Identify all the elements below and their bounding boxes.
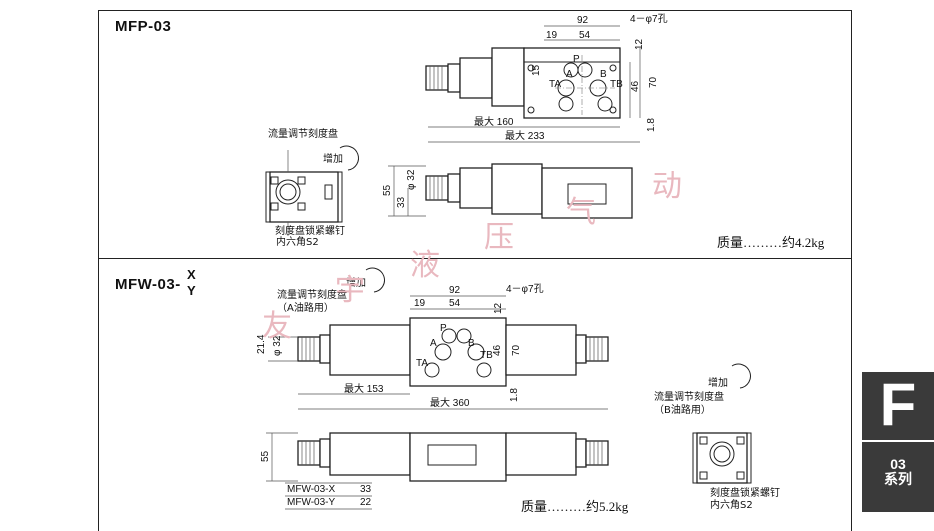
dim-max160: 最大 160 — [474, 115, 514, 128]
plan-body-top — [541, 167, 633, 219]
label-hex-top: 内六角S2 — [276, 235, 319, 248]
watermark: 友 宇 液 压 气 动 — [262, 169, 682, 344]
dim-92-top: 92 — [577, 15, 589, 26]
dim-1-8-top: 1.8 — [646, 118, 657, 132]
dim-19-bottom: 19 — [414, 298, 426, 309]
dim-15-top: 15 — [531, 64, 542, 76]
label-dial-a: 流量调节刻度盘 — [277, 288, 347, 301]
table-value-x: 33 — [360, 484, 372, 495]
label-increase-b: 增加 — [708, 376, 728, 389]
port-a-label: A — [566, 69, 573, 80]
port-tb-bottom: TB — [480, 350, 493, 361]
page-frame — [98, 10, 852, 531]
label-hex-bottom: 内六角S2 — [710, 498, 753, 511]
dim-1-8-bottom: 1.8 — [509, 388, 520, 402]
title-mfp-03: MFP-03 — [115, 18, 172, 35]
label-lock-screw-bottom: 刻度盘锁紧螺钉 — [710, 486, 780, 499]
dim-21-4-bottom: 21.4 — [256, 334, 267, 354]
dim-phi32-top: φ 32 — [406, 169, 417, 190]
dim-70-bottom: 70 — [511, 344, 522, 356]
watermark-char-6: 动 — [652, 169, 682, 204]
label-increase-top: 增加 — [323, 152, 343, 165]
series-tab: F 03 系列 — [862, 372, 934, 512]
dim-19-top: 19 — [546, 30, 558, 41]
watermark-char-5: 气 — [566, 195, 596, 230]
label-increase-a: 增加 — [346, 276, 366, 289]
valve-body-bottom — [409, 317, 507, 387]
side-body-top — [269, 171, 339, 223]
title-mfw-y: Y — [187, 283, 197, 298]
port-ta-bottom: TA — [416, 358, 428, 369]
dim-max233: 最大 233 — [505, 129, 545, 142]
dim-46-bottom: 46 — [492, 344, 503, 356]
dim-55-bottom: 55 — [260, 450, 271, 462]
dim-max360: 最大 360 — [430, 396, 470, 409]
series-letter: F — [879, 371, 917, 438]
knob-top — [425, 65, 449, 91]
title-mfw-main: MFW-03- — [115, 276, 181, 293]
label-dial-b: 流量调节刻度盘 — [654, 390, 724, 403]
watermark-char-2: 宇 — [335, 273, 365, 308]
dim-55-top: 55 — [382, 184, 393, 196]
table-model-x: MFW-03-X — [287, 484, 335, 495]
section-divider — [98, 258, 852, 259]
mfp-side-view: 流量调节刻度盘 增加 刻度盘锁紧螺钉 内六角S2 — [265, 127, 359, 248]
tab-separator — [862, 440, 934, 442]
dim-46-top: 46 — [630, 80, 641, 92]
series-label: 系列 — [884, 471, 912, 487]
label-dial-top: 流量调节刻度盘 — [268, 127, 338, 140]
dim-hole-top: 4－φ7孔 — [630, 13, 668, 25]
mfw-plan-view: 55 MFW-03-X 33 MFW-03-Y 22 — [260, 432, 609, 510]
mass-top: 质量………约4.2kg — [717, 235, 825, 250]
port-a-bottom: A — [430, 338, 437, 349]
dim-12-top: 12 — [634, 38, 645, 50]
dim-92-bottom: 92 — [449, 285, 461, 296]
port-p-bottom: P — [440, 323, 447, 334]
dim-33-top: 33 — [396, 196, 407, 208]
title-mfw-x: X — [187, 267, 197, 282]
mfw-front-view: P A B TA TB 92 19 54 4－φ7孔 12 46 70 1.8 … — [256, 267, 609, 410]
port-b-label: B — [600, 69, 607, 80]
table-value-y: 22 — [360, 497, 372, 508]
title-mfw-03: MFW-03- X Y — [115, 267, 196, 298]
watermark-char-3: 液 — [410, 248, 440, 283]
technical-drawing: P A B TA TB 92 19 54 4－φ7孔 12 15 46 70 1… — [256, 13, 780, 511]
mfp-front-view: P A B TA TB 92 19 54 4－φ7孔 12 15 46 70 1… — [425, 13, 668, 143]
port-p-label: P — [573, 54, 580, 65]
label-dial-b-sub: （B油路用） — [654, 403, 711, 416]
dim-54-bottom: 54 — [449, 298, 461, 309]
dim-54-top: 54 — [579, 30, 591, 41]
mfw-side-view: 流量调节刻度盘 （B油路用） 增加 刻度盘锁紧螺钉 内六角S2 — [654, 363, 780, 511]
dim-phi32-bottom: φ 32 — [272, 335, 283, 356]
watermark-char-4: 压 — [484, 220, 514, 255]
mfp-plan-view: 55 33 φ 32 — [382, 163, 633, 219]
series-number: 03 — [890, 456, 906, 472]
label-dial-a-sub: （A油路用） — [277, 301, 334, 314]
dim-70-top: 70 — [648, 76, 659, 88]
watermark-char-1: 友 — [262, 309, 292, 344]
label-lock-screw-top: 刻度盘锁紧螺钉 — [275, 224, 345, 237]
port-tb-label: TB — [610, 79, 623, 90]
table-model-y: MFW-03-Y — [287, 497, 335, 508]
port-b-bottom: B — [468, 338, 475, 349]
dim-max153: 最大 153 — [344, 382, 384, 395]
port-ta-label: TA — [549, 79, 561, 90]
dim-hole-bottom: 4－φ7孔 — [506, 283, 544, 295]
mass-bottom: 质量………约5.2kg — [521, 499, 629, 514]
dim-12-bottom: 12 — [493, 302, 504, 314]
